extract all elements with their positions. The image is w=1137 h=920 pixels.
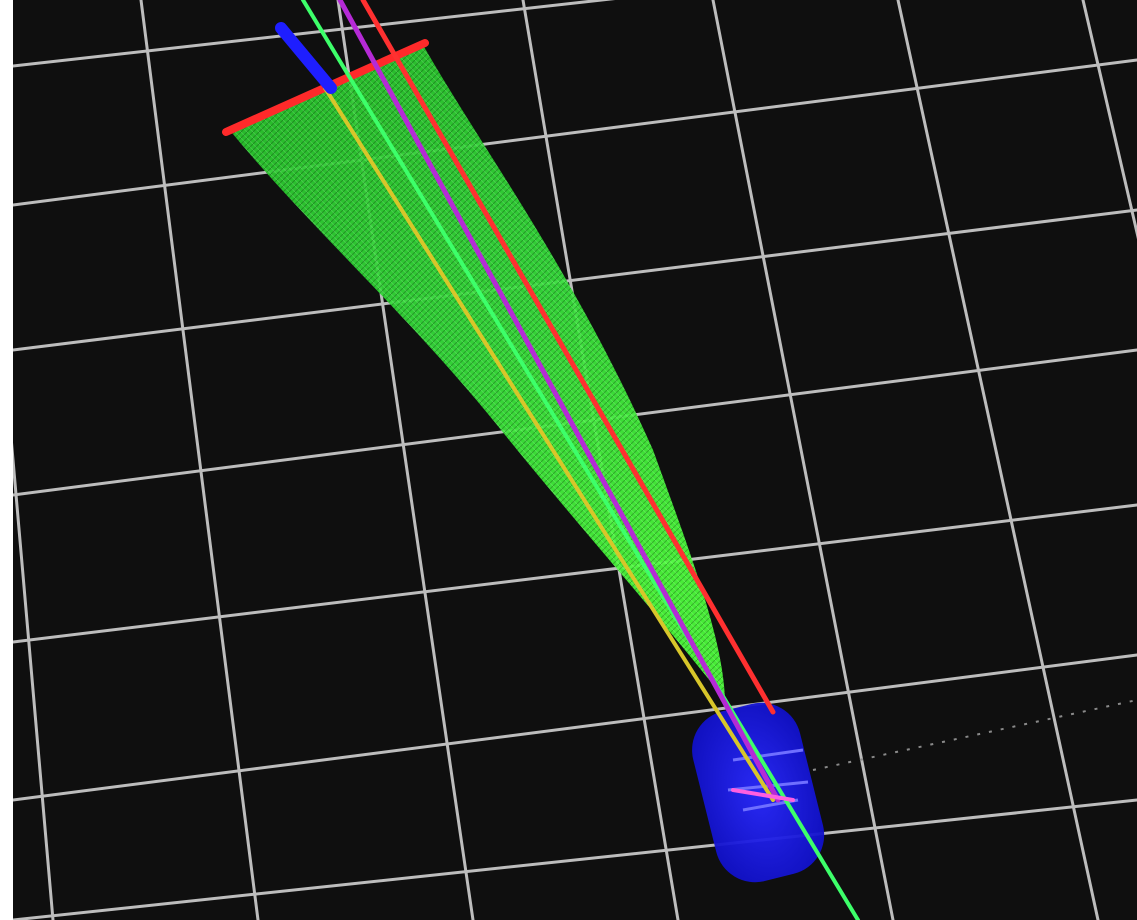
sensor-fan-mesh [228,45,725,700]
scene-canvas[interactable] [13,0,1137,920]
ray-blue [275,22,337,94]
rays [275,0,860,920]
vehicle-dots [812,699,1137,771]
grid-line [13,58,1137,207]
ray-magenta [337,0,781,803]
grid-line [711,0,895,920]
grid-line [13,0,616,68]
grid-line [1081,0,1137,240]
grid-line [13,653,1137,802]
ray-yellow [323,86,775,802]
grid-line [13,798,1137,920]
grid-line [13,442,55,920]
ray-pink-accent [731,788,795,802]
ray-red [360,0,776,715]
grid-line [896,0,1100,920]
ray-green [301,0,860,920]
grid-line [139,0,260,920]
grid-line [13,503,1137,644]
